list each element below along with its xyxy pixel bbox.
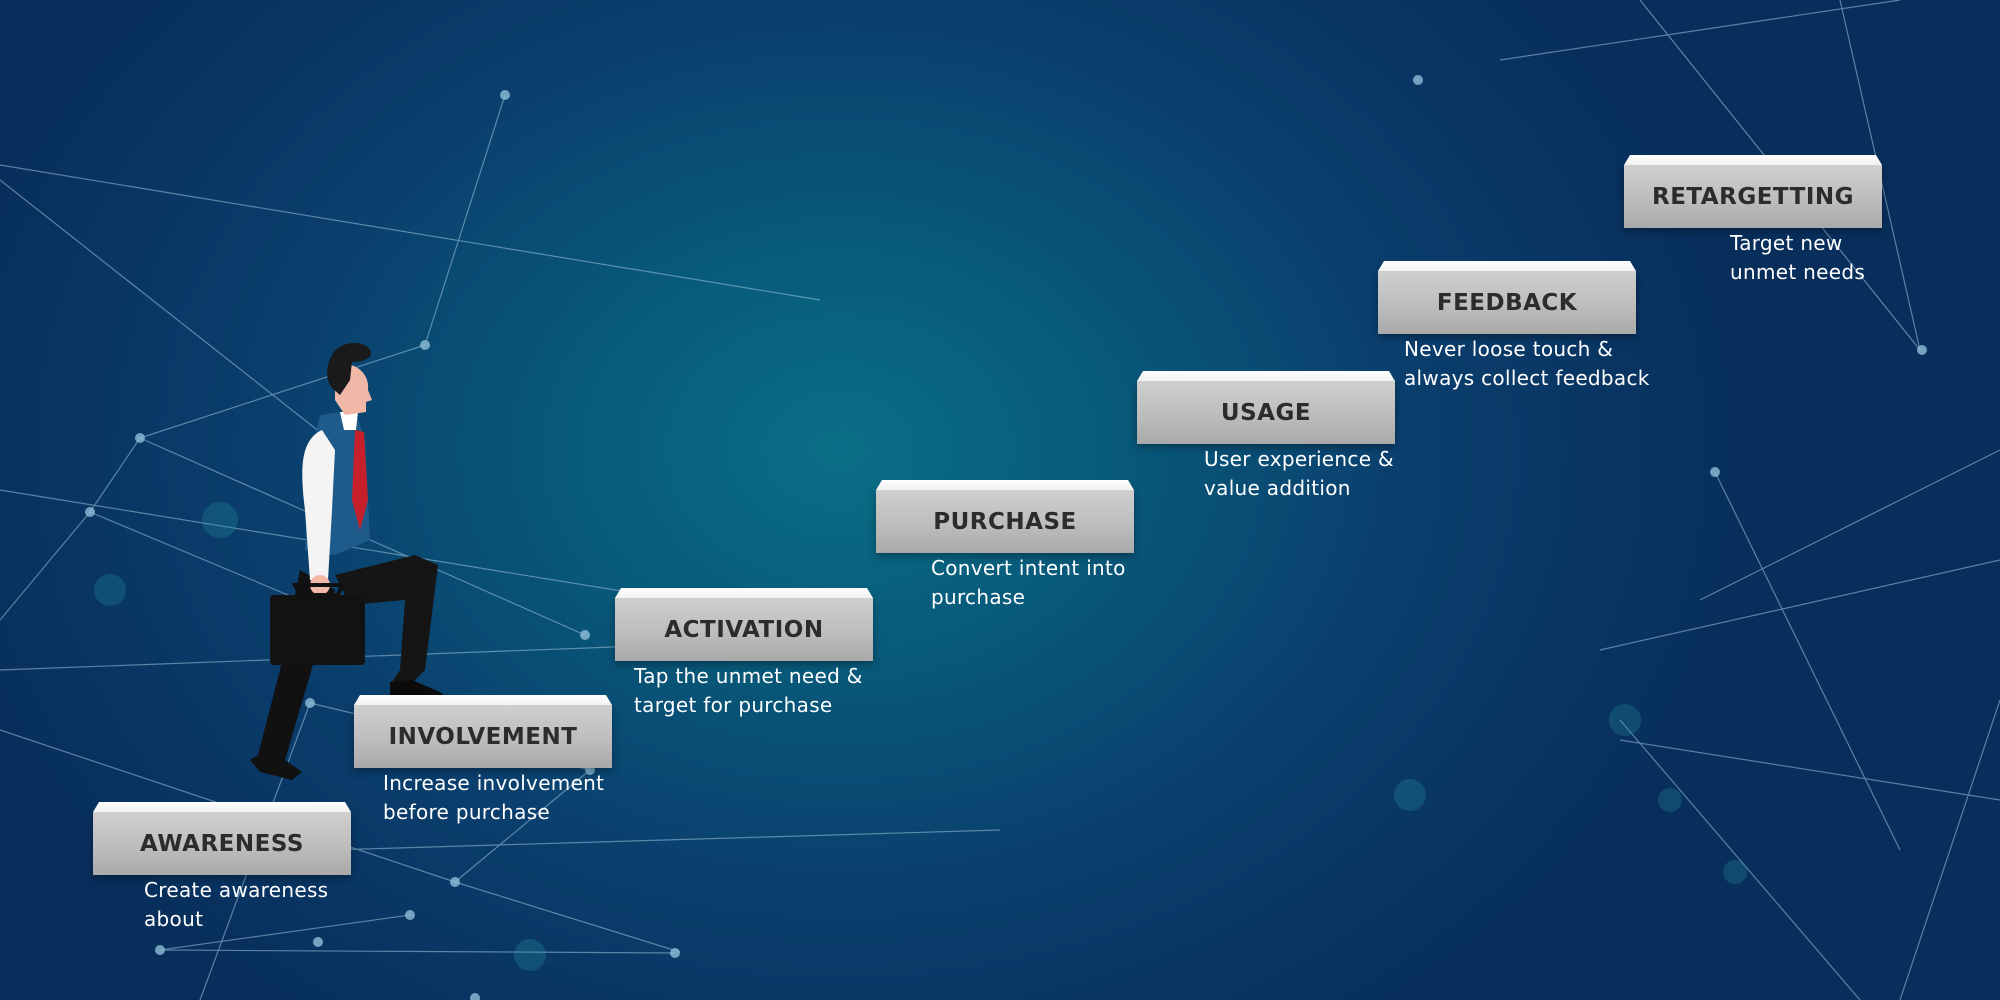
step-label: ACTIVATION: [664, 616, 824, 643]
step-block: ACTIVATION: [615, 588, 873, 661]
step-label: INVOLVEMENT: [388, 723, 578, 750]
step-block: PURCHASE: [876, 480, 1134, 553]
step-description: Never loose touch & always collect feedb…: [1404, 337, 1650, 390]
step-block: AWARENESS: [93, 802, 351, 875]
step-block: FEEDBACK: [1378, 261, 1636, 334]
step-description: Target new unmet needs: [1730, 231, 1866, 284]
step-description: Tap the unmet need & target for purchase: [634, 664, 863, 717]
step-block: INVOLVEMENT: [354, 695, 612, 768]
briefcase-icon: [270, 595, 365, 665]
step-description: Create awareness about: [144, 878, 329, 931]
step-label: USAGE: [1220, 399, 1312, 426]
businessman-walking-icon: [250, 343, 450, 780]
step-block: RETARGETTING: [1624, 155, 1882, 228]
step-label: RETARGETTING: [1651, 183, 1855, 210]
step-label: FEEDBACK: [1436, 289, 1578, 316]
step-label: AWARENESS: [140, 830, 304, 857]
step-block: USAGE: [1137, 371, 1395, 444]
step-label: PURCHASE: [933, 508, 1077, 535]
step-description: Increase involvement before purchase: [383, 771, 605, 824]
step-description: User experience & value addition: [1204, 447, 1394, 500]
step-description: Convert intent into purchase: [931, 556, 1126, 609]
